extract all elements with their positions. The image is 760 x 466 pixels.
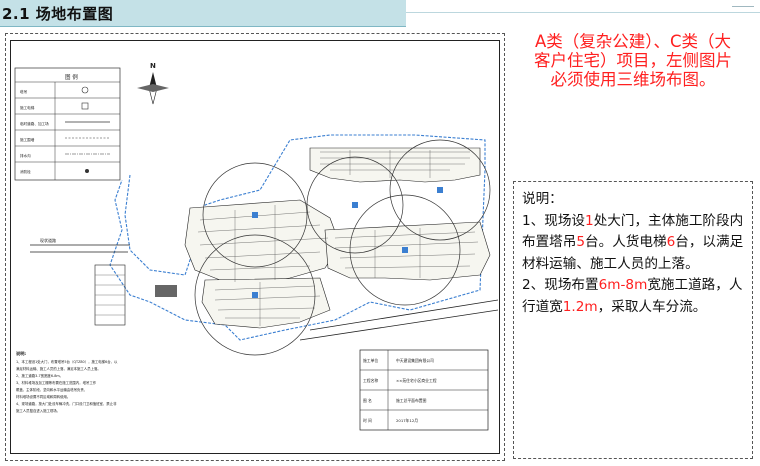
note-line: 3、材料堆场及加工棚等布置在施工范围内，塔吊工作: [16, 380, 97, 385]
title-block-value: 中天建设集团有限公司: [396, 358, 434, 363]
legend-label: 排水沟: [20, 153, 31, 158]
note-line: 施工人员擅自进入施工现场。: [16, 408, 60, 413]
title-block-value: ××苑住宅小区商业工程: [396, 378, 437, 383]
note-line: 材料堆场设置不同区域和周转使用。: [16, 394, 70, 399]
description-text: 1、现场设: [522, 212, 586, 229]
title-bar: 2.1 场地布置图: [0, 0, 406, 27]
description-text: 处大门，主体施工阶段内布置塔吊: [522, 212, 744, 251]
description-text: 2、现场布置: [522, 277, 599, 293]
site-plan-drawing: [10, 40, 500, 454]
note-line: 1、本工程设1处大门，布置塔吊5台（QTZ80），施工电梯6台，以: [16, 359, 118, 364]
legend-label: 施工电梯: [20, 105, 35, 110]
legend-label: 临时道路、加工场: [20, 121, 49, 126]
site-boundary: [109, 134, 486, 341]
legend-label: 施工围墙: [20, 137, 35, 142]
tower-crane-icons: [252, 187, 443, 298]
walkway-width: 1.2m: [562, 298, 598, 315]
gate-count: 1: [585, 212, 594, 229]
note-line: 2、施工道路3-7宽宽度6-8m。: [16, 373, 63, 378]
corner-mark: [732, 6, 754, 13]
work-area-hatch: [94, 264, 177, 326]
north-arrow-icon: N: [137, 62, 169, 105]
hoist-count: 6: [666, 234, 676, 250]
notes-heading: 说明:: [16, 350, 26, 357]
title-block-value: 2017年12月: [396, 418, 418, 423]
note-line: 满足材料运输、施工人员的上落，满足本施工人员上落。: [16, 366, 101, 371]
description-item-2: 2、现场布置6m-8m宽施工道路，人行道宽1.2m，采取人车分流。: [522, 275, 744, 318]
road-label: 现状道路: [40, 237, 56, 243]
title-block: 施工单位 中天建设集团有限公司 工程名称 ××苑住宅小区商业工程 图 名 施工总…: [359, 349, 489, 431]
road-width: 6m-8m: [598, 277, 648, 293]
crane-count: 5: [576, 234, 586, 250]
building-details: [197, 150, 479, 326]
description-text: ，采取人车分流。: [597, 298, 707, 315]
title-block-key: 图 名: [363, 398, 372, 403]
title-block-key: 施工单位: [363, 358, 378, 363]
title-block-value: 施工总平面布置图: [396, 398, 427, 403]
tower-crane-ranges: [194, 139, 491, 356]
site-plan-svg: 图 例 塔吊 施工电梯 临时道路、加工场 施工围墙 排水沟 消防栓 N: [14, 62, 498, 431]
legend-table: 图 例 塔吊 施工电梯 临时道路、加工场 施工围墙 排水沟 消防栓: [14, 67, 121, 181]
header-divider: [406, 12, 760, 13]
page-title: 2.1 场地布置图: [2, 5, 114, 23]
requirement-note: A类（复杂公建）、C类（大客户住宅）项目，左侧图片必须使用三维场布图。: [534, 32, 732, 89]
plan-frame: [5, 33, 505, 461]
description-text: 台，以满足材料运输、施工人员的上落。: [522, 234, 744, 272]
north-label: N: [150, 62, 156, 70]
note-line: 覆盖，主体阶段，坚向和水平运输由塔吊负责、: [16, 387, 87, 392]
note-line: 4、现场道路，按大门处设车辆冲洗，门口设门卫和值班室，禁止非: [16, 401, 117, 406]
legend-label: 消防栓: [20, 169, 31, 174]
description-item-1: 1、现场设1处大门，主体施工阶段内布置塔吊5台。人货电梯6台，以满足材料运输、施…: [522, 211, 744, 276]
title-block-key: 工程名称: [363, 378, 378, 383]
description-text: 台。人货电梯: [585, 234, 667, 250]
description-box: 说明： 1、现场设1处大门，主体施工阶段内布置塔吊5台。人货电梯6台，以满足材料…: [513, 181, 753, 459]
legend-label: 塔吊: [20, 89, 28, 94]
plan-notes: 说明: 1、本工程设1处大门，布置塔吊5台（QTZ80），施工电梯6台，以 满足…: [16, 350, 118, 413]
description-heading: 说明：: [522, 191, 563, 207]
legend-title: 图 例: [65, 73, 78, 81]
title-block-key: 时 间: [363, 418, 372, 423]
roads: [30, 244, 498, 341]
description-text: 宽施工道路，人行道宽: [522, 277, 743, 315]
